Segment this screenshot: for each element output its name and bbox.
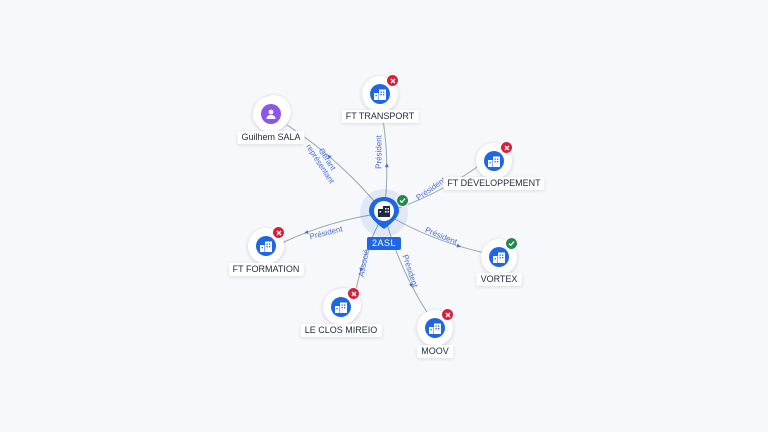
active-status-icon xyxy=(396,194,409,207)
building-icon xyxy=(331,297,351,317)
building-icon xyxy=(370,84,390,104)
edge-arrow-le-clos-mireio xyxy=(359,267,364,272)
edge-arrow-ft-formation xyxy=(304,230,309,234)
edge-label-ft-transport: Président xyxy=(374,134,383,169)
node-label-ft-formation: FT FORMATION xyxy=(228,263,304,276)
node-moov[interactable] xyxy=(417,308,454,346)
node-label-ft-developpement: FT DÉVELOPPEMENT xyxy=(443,177,545,190)
edge-label-vortex: Président xyxy=(424,225,459,246)
location-pin-icon xyxy=(369,197,399,229)
edge-arrow-ft-transport xyxy=(384,163,389,168)
closed-status-icon xyxy=(272,226,285,239)
building-icon xyxy=(484,151,504,171)
node-label-ft-transport: FT TRANSPORT xyxy=(341,110,419,123)
node-ft-transport[interactable] xyxy=(362,74,399,112)
center-node-label: 2ASL xyxy=(366,237,402,250)
building-icon xyxy=(425,318,445,338)
closed-status-icon xyxy=(441,308,454,321)
node-le-clos-mireio[interactable] xyxy=(323,287,360,325)
building-icon xyxy=(256,236,276,256)
edge-label-guilhem-sala: Gérantreprésentant xyxy=(304,138,343,186)
edge-label-le-clos-mireio: Associé xyxy=(357,248,372,278)
edge-arrow-moov xyxy=(408,283,413,288)
edge-arrow-guilhem-sala xyxy=(327,154,332,159)
node-label-guilhem-sala: Guilhem SALA xyxy=(237,131,305,144)
edge-label-ft-formation: Président xyxy=(308,224,344,241)
person-icon xyxy=(261,104,281,124)
closed-status-icon xyxy=(386,74,399,87)
node-guilhem-sala[interactable] xyxy=(253,96,289,132)
closed-status-icon xyxy=(500,141,513,154)
node-ft-developpement[interactable] xyxy=(476,141,513,179)
building-icon xyxy=(489,247,509,267)
node-ft-formation[interactable] xyxy=(248,226,285,264)
closed-status-icon xyxy=(347,287,360,300)
center-node[interactable] xyxy=(360,189,409,237)
node-label-le-clos-mireio: LE CLOS MIREIO xyxy=(300,324,382,337)
edge-arrow-vortex xyxy=(456,243,461,248)
edge-label-moov: Président xyxy=(401,254,420,290)
node-vortex[interactable] xyxy=(481,237,518,275)
node-label-moov: MOOV xyxy=(417,345,453,358)
active-status-icon xyxy=(505,237,518,250)
node-label-vortex: VORTEX xyxy=(476,273,522,286)
